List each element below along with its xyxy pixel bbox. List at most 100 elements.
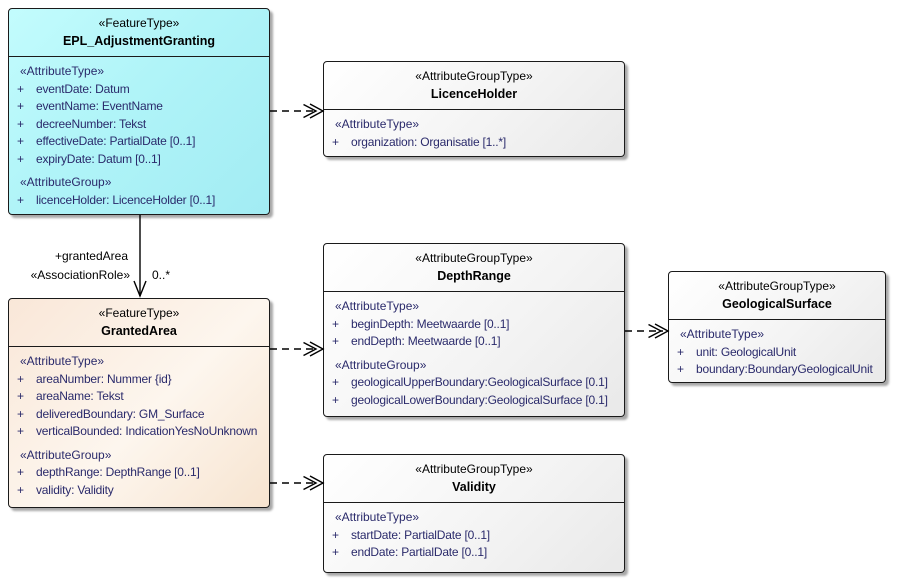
attribute-row: + organization: Organisatie [1..*] bbox=[326, 134, 622, 152]
visibility-marker: + bbox=[332, 545, 340, 559]
visibility-marker: + bbox=[332, 316, 340, 331]
attribute-row: + areaNumber: Nummer {id} bbox=[11, 371, 267, 389]
association-edge-epl-grantedarea[interactable] bbox=[133, 215, 147, 298]
attribute-row: + effectiveDate: PartialDate [0..1] bbox=[11, 133, 267, 151]
class-box-depthrange[interactable]: «AttributeGroupType» DepthRange «Attribu… bbox=[323, 243, 625, 417]
class-box-geologicalsurface[interactable]: «AttributeGroupType» GeologicalSurface «… bbox=[668, 271, 886, 383]
attribute-row: + startDate: PartialDate [0..1] bbox=[326, 527, 622, 545]
visibility-marker: + bbox=[17, 389, 25, 403]
class-stereotype: «FeatureType» bbox=[98, 16, 180, 30]
section-label: «AttributeType» bbox=[20, 354, 105, 368]
attribute-row: + geologicalLowerBoundary:GeologicalSurf… bbox=[326, 392, 622, 410]
attribute-row: + areaName: Tekst bbox=[11, 388, 267, 406]
section-label: «AttributeGroup» bbox=[335, 357, 427, 372]
class-name: LicenceHolder bbox=[430, 87, 518, 101]
attribute-text: organization: Organisatie [1..*] bbox=[351, 134, 507, 149]
dependency-edge-depthrange-geologicalsurface[interactable] bbox=[625, 323, 670, 339]
open-arrowhead-icon bbox=[303, 341, 325, 357]
attribute-text: decreeNumber: Tekst bbox=[36, 116, 147, 131]
class-name: DepthRange bbox=[437, 269, 511, 283]
class-box-grantedarea[interactable]: «FeatureType» GrantedArea «AttributeType… bbox=[8, 298, 270, 508]
attribute-row: + validity: Validity bbox=[11, 482, 267, 500]
section-label: «AttributeType» bbox=[680, 327, 765, 341]
visibility-marker: + bbox=[17, 192, 25, 207]
attribute-row: + expiryDate: Datum [0..1] bbox=[11, 151, 267, 169]
attribute-row: + licenceHolder: LicenceHolder [0..1] bbox=[11, 192, 267, 210]
section-label: «AttributeType» bbox=[335, 299, 420, 313]
visibility-marker: + bbox=[17, 116, 25, 131]
class-box-licenceholder[interactable]: «AttributeGroupType» LicenceHolder «Attr… bbox=[323, 61, 625, 157]
attribute-text: unit: GeologicalUnit bbox=[696, 344, 797, 359]
class-box-epl-adjustmentgranting[interactable]: «FeatureType» EPL_AdjustmentGranting «At… bbox=[8, 8, 270, 215]
class-title: «AttributeGroupType» Validity bbox=[324, 455, 624, 503]
class-stereotype: «AttributeGroupType» bbox=[415, 251, 533, 265]
class-title: «AttributeGroupType» LicenceHolder bbox=[324, 62, 624, 110]
section-label: «AttributeGroup» bbox=[20, 175, 112, 189]
section-label: «AttributeType» bbox=[335, 510, 420, 524]
attribute-text: deliveredBoundary: GM_Surface bbox=[36, 406, 205, 421]
attribute-text: endDate: PartialDate [0..1] bbox=[351, 545, 488, 559]
visibility-marker: + bbox=[17, 424, 25, 438]
association-multiplicity-label: 0..* bbox=[152, 268, 171, 282]
attribute-row: + depthRange: DepthRange [0..1] bbox=[11, 464, 267, 482]
attribute-row: + deliveredBoundary: GM_Surface bbox=[11, 406, 267, 424]
dependency-edge-grantedarea-validity[interactable] bbox=[270, 475, 325, 491]
visibility-marker: + bbox=[17, 81, 25, 96]
attribute-text: geologicalUpperBoundary:GeologicalSurfac… bbox=[351, 375, 608, 389]
dependency-edge-grantedarea-depthrange[interactable] bbox=[270, 341, 325, 357]
class-stereotype: «FeatureType» bbox=[98, 306, 180, 320]
class-stereotype: «AttributeGroupType» bbox=[415, 69, 533, 83]
class-body: «AttributeType» + eventDate: Datum + eve… bbox=[9, 57, 269, 209]
class-body: «AttributeType» + unit: GeologicalUnit +… bbox=[669, 320, 885, 379]
class-title: «AttributeGroupType» GeologicalSurface bbox=[669, 272, 885, 320]
class-name: EPL_AdjustmentGranting bbox=[62, 34, 216, 48]
visibility-marker: + bbox=[17, 465, 25, 479]
attribute-row: + boundary:BoundaryGeologicalUnit bbox=[671, 361, 883, 379]
attribute-text: licenceHolder: LicenceHolder [0..1] bbox=[36, 192, 216, 207]
attribute-text: geologicalLowerBoundary:GeologicalSurfac… bbox=[351, 392, 608, 407]
visibility-marker: + bbox=[677, 344, 685, 359]
visibility-marker: + bbox=[332, 375, 340, 389]
visibility-marker: + bbox=[332, 134, 340, 149]
open-arrowhead-icon bbox=[303, 103, 325, 119]
attribute-row: + decreeNumber: Tekst bbox=[11, 116, 267, 134]
attribute-text: eventDate: Datum bbox=[36, 81, 130, 96]
open-arrowhead-icon bbox=[303, 475, 325, 491]
visibility-marker: + bbox=[17, 134, 25, 148]
class-body: «AttributeType» + beginDepth: Meetwaarde… bbox=[324, 292, 624, 409]
class-title: «FeatureType» EPL_AdjustmentGranting bbox=[9, 9, 269, 57]
visibility-marker: + bbox=[17, 99, 25, 113]
attribute-text: verticalBounded: IndicationYesNoUnknown bbox=[36, 424, 258, 438]
open-arrowhead-icon bbox=[648, 323, 670, 339]
attribute-row: + geologicalUpperBoundary:GeologicalSurf… bbox=[326, 374, 622, 392]
attribute-text: expiryDate: Datum [0..1] bbox=[36, 151, 161, 166]
section-label: «AttributeType» bbox=[335, 117, 420, 131]
attribute-row: + verticalBounded: IndicationYesNoUnknow… bbox=[11, 423, 267, 441]
class-body: «AttributeType» + organization: Organisa… bbox=[324, 110, 624, 151]
attribute-text: startDate: PartialDate [0..1] bbox=[351, 527, 490, 542]
attribute-text: areaNumber: Nummer {id} bbox=[36, 371, 172, 386]
dependency-edge-epl-licenceholder[interactable] bbox=[270, 103, 325, 119]
class-title: «FeatureType» GrantedArea bbox=[9, 299, 269, 347]
attribute-text: validity: Validity bbox=[36, 482, 114, 497]
attribute-text: eventName: EventName bbox=[36, 99, 163, 113]
attribute-row: + eventName: EventName bbox=[11, 98, 267, 116]
attribute-row: + endDate: PartialDate [0..1] bbox=[326, 544, 622, 562]
class-stereotype: «AttributeGroupType» bbox=[415, 462, 533, 476]
attribute-text: endDepth: Meetwaarde [0..1] bbox=[351, 334, 501, 348]
class-name: GeologicalSurface bbox=[722, 297, 832, 311]
attribute-text: depthRange: DepthRange [0..1] bbox=[36, 465, 200, 479]
attribute-row: + unit: GeologicalUnit bbox=[671, 344, 883, 362]
class-title: «AttributeGroupType» DepthRange bbox=[324, 244, 624, 292]
visibility-marker: + bbox=[17, 151, 25, 166]
association-role-label: +grantedArea bbox=[54, 249, 128, 263]
section-label: «AttributeType» bbox=[20, 64, 105, 78]
attribute-text: beginDepth: Meetwaarde [0..1] bbox=[351, 316, 510, 331]
attribute-row: + eventDate: Datum bbox=[11, 81, 267, 99]
class-name: Validity bbox=[452, 480, 496, 494]
section-label: «AttributeGroup» bbox=[20, 447, 112, 462]
attribute-text: areaName: Tekst bbox=[36, 389, 124, 403]
class-box-validity[interactable]: «AttributeGroupType» Validity «Attribute… bbox=[323, 454, 625, 573]
class-name: GrantedArea bbox=[101, 324, 177, 338]
